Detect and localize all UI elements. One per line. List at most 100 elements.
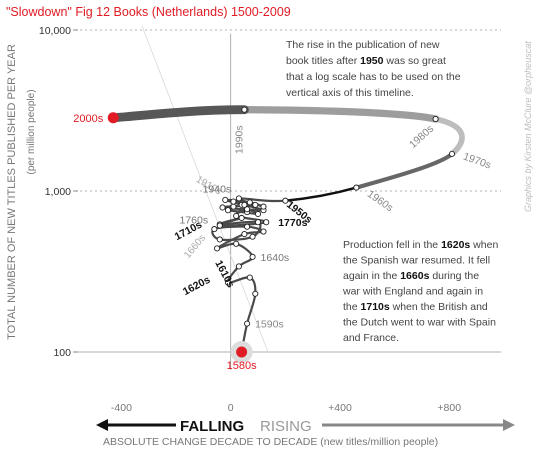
annotation-fragment: Production fell in the xyxy=(343,239,441,251)
data-point xyxy=(211,226,218,233)
data-point xyxy=(254,219,262,226)
data-point xyxy=(244,223,251,230)
data-point xyxy=(107,112,119,124)
decade-label: 1970s xyxy=(462,151,493,172)
x-tick-label: +800 xyxy=(437,402,461,414)
data-point xyxy=(230,203,237,210)
grid-layer: 100 1,000 10,000 -400 0 +400 +800 xyxy=(39,25,501,414)
data-point xyxy=(254,210,262,218)
data-point xyxy=(224,207,232,214)
series-layer xyxy=(107,105,465,363)
data-point xyxy=(249,253,256,260)
annotation-fragment: and France. xyxy=(343,332,399,344)
data-point xyxy=(246,199,253,206)
annotation-fragment: 1710s xyxy=(361,301,390,313)
annotation-fragment: when xyxy=(470,239,498,251)
decade-label: 1640s xyxy=(261,252,290,264)
falling-arrow-head xyxy=(96,419,108,431)
y-axis-subtitle: (per million people) xyxy=(26,89,37,174)
data-point xyxy=(222,196,229,203)
diagonal-guide xyxy=(141,25,269,353)
data-point xyxy=(432,115,439,123)
data-point xyxy=(244,206,251,213)
data-point xyxy=(238,214,245,222)
data-point xyxy=(263,219,270,226)
series-segment xyxy=(240,106,440,123)
x-tick-label: 0 xyxy=(228,402,234,414)
x-tick-label: -400 xyxy=(111,402,132,414)
data-point xyxy=(244,320,251,327)
data-point xyxy=(216,222,223,229)
series-segment xyxy=(246,292,257,325)
decade-label: 1960s xyxy=(365,188,395,214)
annotation-top-line: The rise in the publication of new xyxy=(286,39,440,51)
annotation-fragment: that a log scale has to be used on the xyxy=(286,71,461,83)
data-point xyxy=(252,290,259,297)
decade-label: 1580s xyxy=(227,360,257,372)
data-point xyxy=(235,195,242,202)
decade-label: 2000s xyxy=(73,113,103,125)
decade-label: 1760s xyxy=(179,215,208,227)
annotation-fragment: 1950 xyxy=(360,55,384,67)
data-point xyxy=(241,201,248,208)
series-segment xyxy=(284,186,358,202)
data-point xyxy=(216,236,223,243)
annotation-fragment: was so great xyxy=(383,55,446,67)
annotation-top-line: that a log scale has to be used on the xyxy=(286,71,461,83)
chart-title: "Slowdown" Fig 12 Books (Netherlands) 15… xyxy=(6,5,291,19)
decade-label: 1620s xyxy=(181,274,213,298)
annotation-top-line: book titles after 1950 was so great xyxy=(286,55,446,67)
data-point xyxy=(236,346,248,358)
credit-text: Graphics by Kirsten McClure @orpheuscat xyxy=(523,41,533,212)
annotation-top-line: vertical axis of this timeline. xyxy=(286,87,414,99)
data-point xyxy=(230,198,237,205)
falling-label: FALLING xyxy=(180,418,244,435)
data-point xyxy=(224,279,232,286)
data-point xyxy=(233,240,240,247)
data-point xyxy=(219,204,226,211)
y-tick-label: 1,000 xyxy=(45,186,71,198)
y-tick-label: 10,000 xyxy=(39,25,71,37)
series-segment xyxy=(235,242,254,258)
data-point xyxy=(260,228,267,235)
annotation-fragment: 1660s xyxy=(400,270,429,282)
series-segment xyxy=(108,105,249,123)
rising-label: RISING xyxy=(260,418,312,435)
annotation-fragment: when the British and xyxy=(390,301,488,313)
x-tick-label: +400 xyxy=(328,402,352,414)
annotation-fragment: during the xyxy=(429,270,479,282)
annotation-fragment: 1620s xyxy=(441,239,470,251)
data-point xyxy=(260,203,267,210)
data-point xyxy=(241,106,248,113)
data-point xyxy=(282,197,289,204)
decade-label: 1590s xyxy=(255,319,284,331)
data-point xyxy=(213,245,221,252)
annotation-bottom-line: Production fell in the 1620s when xyxy=(343,239,498,251)
data-point xyxy=(233,212,240,219)
annotation-bottom-line: the 1710s when the British and xyxy=(343,301,488,313)
annotation-fragment: the Spanish war resumed. It fell xyxy=(343,255,490,267)
annotation-fragment: vertical axis of this timeline. xyxy=(286,87,414,99)
data-point xyxy=(241,231,248,238)
y-tick-label: 100 xyxy=(53,347,71,359)
data-point xyxy=(353,184,360,191)
annotation-fragment: war with England and again in xyxy=(342,286,483,298)
data-point xyxy=(235,263,242,270)
annotation-bottom-line: war with England and again in xyxy=(342,286,483,298)
annotation-fragment: again in the xyxy=(343,270,400,282)
annotation-bottom-line: the Spanish war resumed. It fell xyxy=(343,255,490,267)
decade-label: 1980s xyxy=(407,123,436,151)
annotation-fragment: book titles after xyxy=(286,55,360,67)
series-segment xyxy=(432,116,465,157)
annotation-fragment: The rise in the publication of new xyxy=(286,39,440,51)
data-point xyxy=(448,150,456,157)
rising-arrow-head xyxy=(503,419,515,431)
text-layer: "Slowdown" Fig 12 Books (Netherlands) 15… xyxy=(6,5,533,448)
series-segment xyxy=(354,151,455,190)
decade-label: 1770s xyxy=(278,217,307,229)
data-point xyxy=(252,201,259,208)
annotation-bottom-line: and France. xyxy=(343,332,399,344)
annotation-fragment: the xyxy=(343,301,361,313)
annotation-bottom-line: the Dutch went to war with Spain xyxy=(343,317,496,329)
